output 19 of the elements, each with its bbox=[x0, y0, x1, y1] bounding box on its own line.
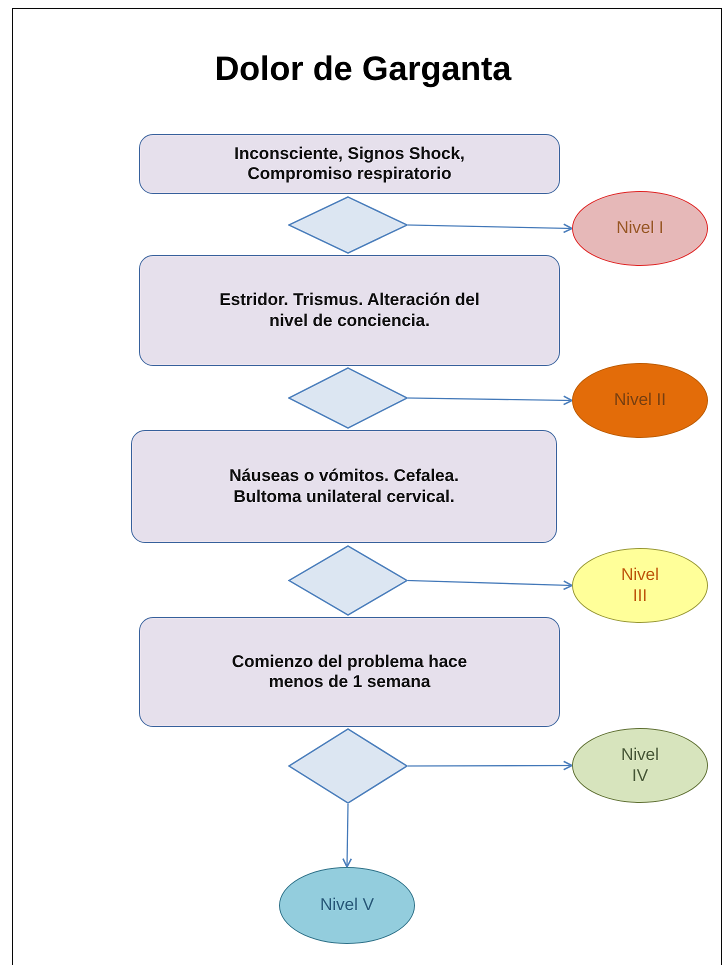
title: Dolor de Garganta bbox=[214, 50, 512, 89]
level-label: Nivel V bbox=[320, 895, 374, 916]
node-text: Náuseas o vómitos. Cefalea. Bultoma unilateral cervical. bbox=[228, 466, 460, 507]
arrow bbox=[408, 223, 573, 234]
level-label: Nivel II bbox=[614, 390, 666, 411]
node-text: Comienzo del problema hace menos de 1 semana bbox=[230, 652, 468, 692]
process-box bbox=[139, 617, 560, 727]
node-text: Estridor. Trismus. Alteración del nivel de conciencia. bbox=[218, 290, 481, 331]
arrow bbox=[342, 804, 352, 868]
level-label: Nivel I bbox=[616, 218, 664, 239]
process-box bbox=[139, 255, 560, 366]
node-text: Inconsciente, Signos Shock, Compromiso respiratorio bbox=[233, 144, 466, 184]
arrow bbox=[408, 580, 573, 590]
arrow bbox=[408, 395, 573, 406]
level-label: Nivel III bbox=[620, 565, 660, 606]
arrow bbox=[408, 760, 573, 770]
process-box bbox=[139, 134, 560, 194]
process-box bbox=[131, 430, 557, 543]
level-label: Nivel IV bbox=[620, 745, 660, 786]
